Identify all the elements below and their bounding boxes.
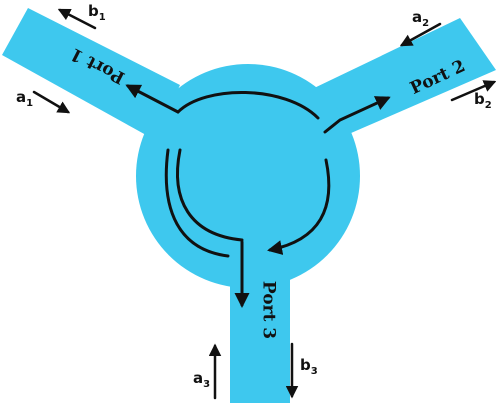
port1-arm xyxy=(2,8,180,140)
arrow-to-port2 xyxy=(323,96,391,134)
port-arrows xyxy=(125,84,391,308)
arrow-a2 xyxy=(399,22,442,47)
path-port2-to-port3 xyxy=(267,158,331,255)
port3-label: Port 3 xyxy=(259,281,279,339)
wave-label-a2: a2 xyxy=(412,8,429,29)
path-port1-to-port2 xyxy=(176,90,320,120)
wave-label-b2: b2 xyxy=(474,90,492,111)
wave-label-b1: b1 xyxy=(88,2,106,23)
wave-label-a3: a3 xyxy=(193,369,210,390)
wave-label-b3: b3 xyxy=(300,356,318,377)
junction-disc xyxy=(136,64,360,288)
waveguide-body xyxy=(2,8,496,403)
arrow-to-port1 xyxy=(125,84,180,114)
wave-label-a1: a1 xyxy=(16,88,33,109)
arrow-b1 xyxy=(57,8,97,30)
path-inner-return xyxy=(176,148,244,242)
port2-arm xyxy=(310,18,496,140)
arrow-b2 xyxy=(450,80,496,102)
wave-arrows xyxy=(32,8,496,400)
path-port3-to-port1 xyxy=(164,148,230,258)
arrow-a1 xyxy=(32,90,71,114)
circulation-paths xyxy=(164,90,331,258)
